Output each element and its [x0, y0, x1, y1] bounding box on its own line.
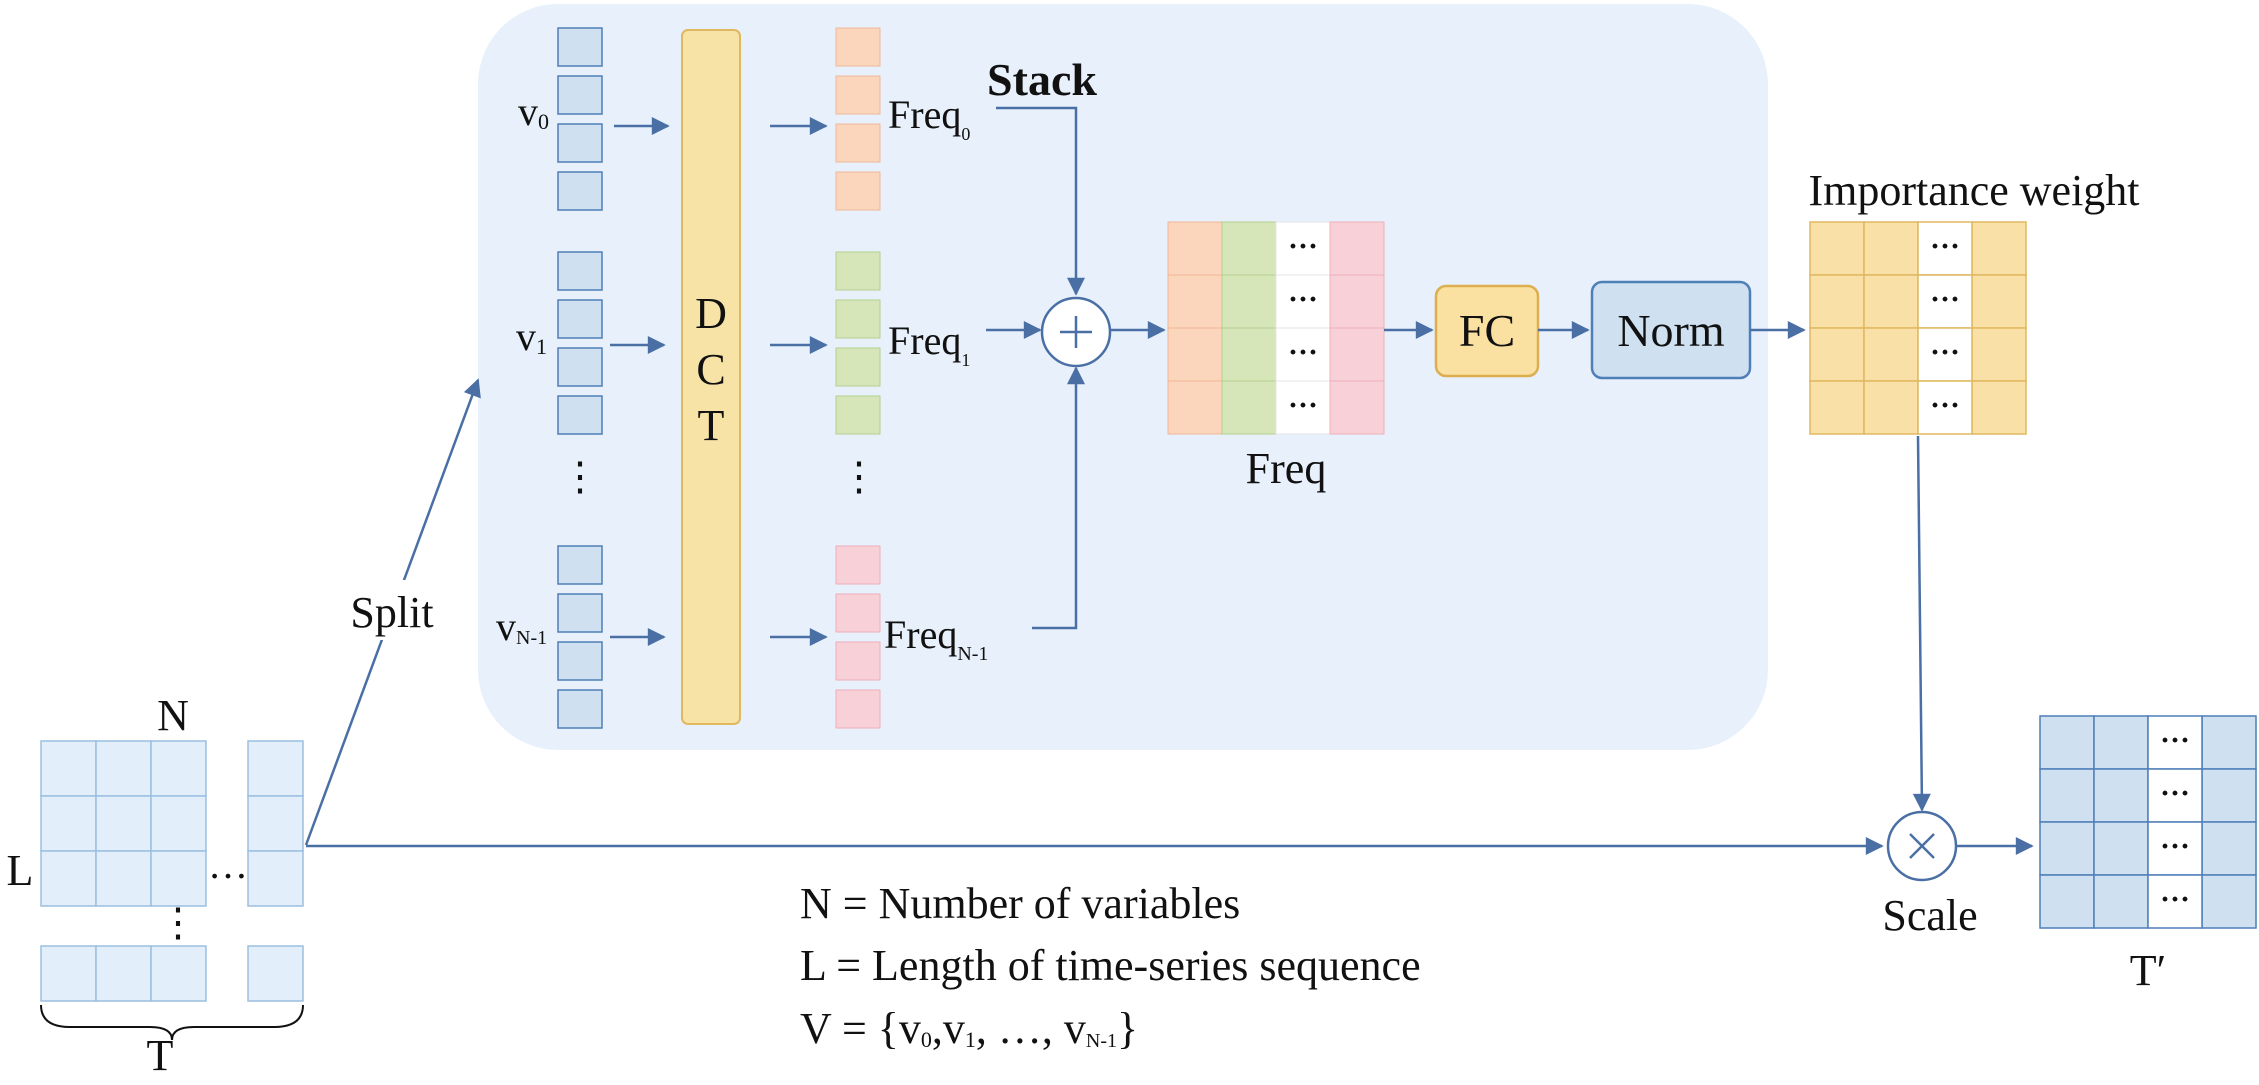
stacked-freq-label: Freq	[1246, 444, 1327, 493]
freqn-column	[835, 545, 881, 729]
output-dots-r3: ···	[2160, 830, 2190, 863]
legend-line-2: L = Length of time-series sequence	[800, 941, 1421, 990]
legend: N = Number of variables L = Length of ti…	[800, 879, 1421, 1053]
fc-label: FC	[1459, 305, 1515, 356]
frequency-module-panel	[478, 4, 1768, 750]
stacked-dots-r3: ···	[1288, 336, 1318, 369]
output-t-prime-label: T′	[2130, 946, 2167, 995]
input-matrix: … ⋮ N L T	[7, 691, 304, 1080]
dct-block	[681, 29, 741, 725]
weight-dots-r4: ···	[1930, 389, 1960, 422]
variable-label-v0: v0	[518, 89, 549, 134]
stacked-dots-r4: ···	[1288, 389, 1318, 422]
weight-dots-r2: ···	[1930, 283, 1960, 316]
plus-circle-icon	[1040, 296, 1112, 368]
output-matrix: ··· ··· ··· ···	[2039, 715, 2257, 929]
freq-dots-vertical: ⋮	[839, 454, 879, 499]
freq-label-n: FreqN-1	[884, 612, 988, 665]
weight-dots-r3: ···	[1930, 336, 1960, 369]
output-dots-r2: ···	[2160, 777, 2190, 810]
freq-label-1: Freq1	[888, 318, 970, 370]
stacked-freq-matrix: ··· ··· ··· ···	[1167, 221, 1385, 435]
dct-letter-t: T	[698, 401, 725, 450]
input-t-label: T	[147, 1031, 174, 1080]
variable-label-vn: vN-1	[496, 604, 547, 649]
legend-line-1: N = Number of variables	[800, 879, 1240, 928]
connector-freqn-plus	[1032, 366, 1085, 630]
stacked-dots-r1: ···	[1288, 230, 1318, 263]
input-dots-vertical: ⋮	[158, 900, 198, 945]
dct-letter-c: C	[696, 345, 725, 394]
output-dots-r1: ···	[2160, 724, 2190, 757]
input-l-label: L	[7, 846, 34, 895]
variable-label-v1: v1	[516, 314, 547, 359]
variable-columns	[557, 27, 603, 729]
stack-label: Stack	[987, 54, 1097, 105]
importance-weight-matrix: ··· ··· ··· ···	[1809, 221, 2027, 435]
output-dots-r4: ···	[2160, 883, 2190, 916]
weight-dots-r1: ···	[1930, 230, 1960, 263]
importance-weight-label: Importance weight	[1808, 166, 2139, 215]
variables-dots-vertical: ⋮	[560, 454, 600, 499]
input-dots-horizontal: …	[208, 842, 248, 887]
freq0-column	[835, 27, 881, 211]
freq-label-0: Freq0	[888, 92, 970, 144]
arrow-weight-scale	[1912, 435, 1931, 812]
scale-label: Scale	[1882, 891, 1977, 940]
connector-freq0-plus	[996, 106, 1085, 296]
freq1-column	[835, 251, 881, 435]
norm-label: Norm	[1617, 305, 1725, 356]
stacked-dots-r2: ···	[1288, 283, 1318, 316]
dct-letter-d: D	[695, 289, 727, 338]
times-circle-icon	[1886, 810, 1958, 882]
split-label: Split	[350, 588, 433, 637]
input-t-brace	[40, 1004, 304, 1041]
input-n-label: N	[157, 691, 189, 740]
legend-line-3: V = {v0,v1, …, vN-1}	[800, 1004, 1138, 1053]
